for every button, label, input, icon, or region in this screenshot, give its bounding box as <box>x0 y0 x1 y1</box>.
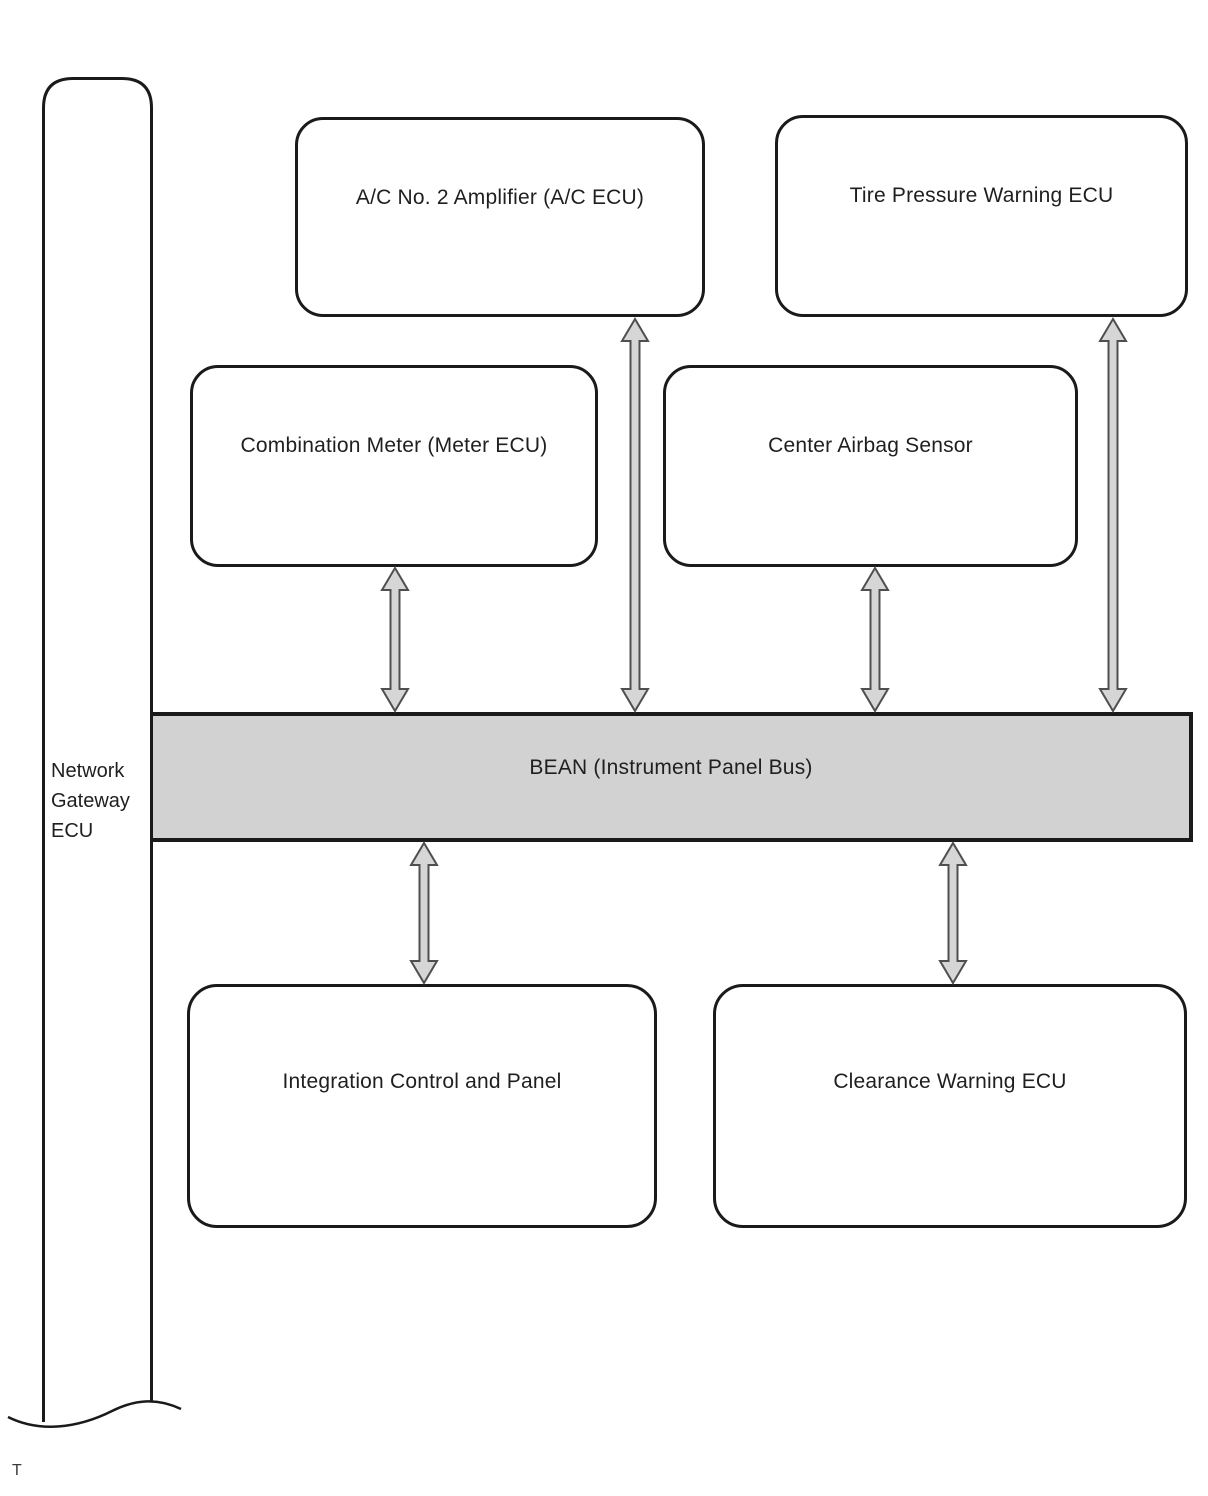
node-center-airbag-sensor: Center Airbag Sensor <box>663 365 1078 567</box>
arrow-ac-amplifier-to-bus <box>620 317 650 713</box>
node-clearance-warning-ecu-label: Clearance Warning ECU <box>833 1070 1067 1094</box>
node-combination-meter: Combination Meter (Meter ECU) <box>190 365 598 567</box>
arrow-tire-pressure-to-bus <box>1098 317 1128 713</box>
node-ac-amplifier: A/C No. 2 Amplifier (A/C ECU) <box>295 117 705 317</box>
node-clearance-warning-ecu: Clearance Warning ECU <box>713 984 1187 1228</box>
network-gateway-ecu-label: Network Gateway ECU <box>51 760 130 842</box>
node-center-airbag-sensor-label: Center Airbag Sensor <box>768 434 973 458</box>
node-combination-meter-label: Combination Meter (Meter ECU) <box>240 434 548 458</box>
arrow-bus-to-clearance-warning <box>938 841 968 985</box>
node-tire-pressure-warning-label: Tire Pressure Warning ECU <box>849 184 1114 208</box>
node-integration-control-panel: Integration Control and Panel <box>187 984 657 1228</box>
arrow-bus-to-integration-panel <box>409 841 439 985</box>
arrow-center-airbag-to-bus <box>860 566 890 713</box>
bean-bus-label: BEAN (Instrument Panel Bus) <box>529 756 813 779</box>
node-tire-pressure-warning: Tire Pressure Warning ECU <box>775 115 1188 317</box>
arrow-combination-meter-to-bus <box>380 566 410 713</box>
node-integration-control-panel-label: Integration Control and Panel <box>282 1070 562 1094</box>
gateway-box-break-wave <box>7 1400 182 1428</box>
footer-caption-fragment: T <box>12 1462 22 1479</box>
bean-bus-bar: BEAN (Instrument Panel Bus) <box>153 712 1193 842</box>
node-ac-amplifier-label: A/C No. 2 Amplifier (A/C ECU) <box>355 185 645 209</box>
network-gateway-ecu-box-outline <box>42 77 153 1422</box>
